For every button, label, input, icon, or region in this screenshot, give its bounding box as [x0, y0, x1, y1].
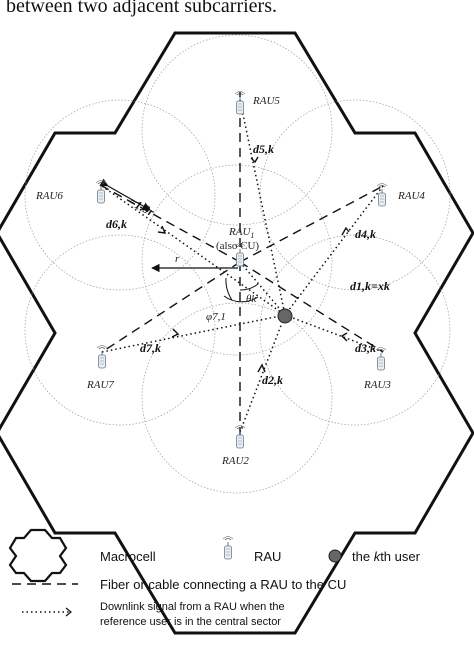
theta-arc: [239, 283, 259, 291]
legend-macrocell-label: Macrocell: [100, 549, 156, 564]
legend-downlink-line1: Downlink signal from a RAU when the: [100, 601, 285, 613]
rau3-label: RAU3: [363, 379, 391, 391]
dist-6-label: =1.9r: [127, 194, 157, 219]
d4-label: d4,k: [355, 227, 376, 241]
rau6-label: RAU6: [35, 190, 63, 202]
sector-circles: [24, 34, 451, 494]
d3-label: d3,k: [355, 341, 376, 355]
fiber-lines: [101, 92, 384, 440]
d5-label: d5,k: [253, 142, 274, 156]
kth-user-dot: [277, 308, 293, 324]
theta-label: θk: [246, 293, 257, 305]
rau2-label: RAU2: [221, 455, 249, 467]
legend-fiber-label: Fiber or cable connecting a RAU to the C…: [100, 577, 346, 592]
phi-label: φ7,1: [206, 311, 226, 323]
downlink-arrowheads: [157, 156, 350, 373]
rau5-label: RAU5: [252, 95, 280, 107]
rau7-label: RAU7: [86, 379, 114, 391]
d6-label: d6,k: [106, 217, 127, 231]
legend-user-label: the kth user: [352, 549, 421, 564]
rau1-note: (also CU): [216, 240, 259, 252]
legend-rau-label: RAU: [254, 549, 281, 564]
d7-label: d7,k: [140, 341, 161, 355]
legend-user-icon: [328, 549, 342, 563]
rau7-icon: [96, 345, 108, 369]
macrocell-outline: [0, 31, 474, 635]
rau6-icon: [95, 180, 107, 204]
phi-arc: [225, 277, 233, 301]
radius-label: r: [175, 253, 180, 265]
top-text: between two adjacent subcarriers.: [6, 0, 277, 17]
d1-label: d1,k=xk: [350, 279, 390, 293]
legend-macrocell-icon: [8, 528, 68, 583]
rau4-label: RAU4: [397, 190, 425, 202]
rau1-label: RAU1: [228, 226, 254, 240]
legend-rau-icon: [222, 536, 234, 560]
d2-label: d2,k: [262, 373, 283, 387]
legend-downlink-line2: reference user is in the central sector: [100, 616, 281, 628]
